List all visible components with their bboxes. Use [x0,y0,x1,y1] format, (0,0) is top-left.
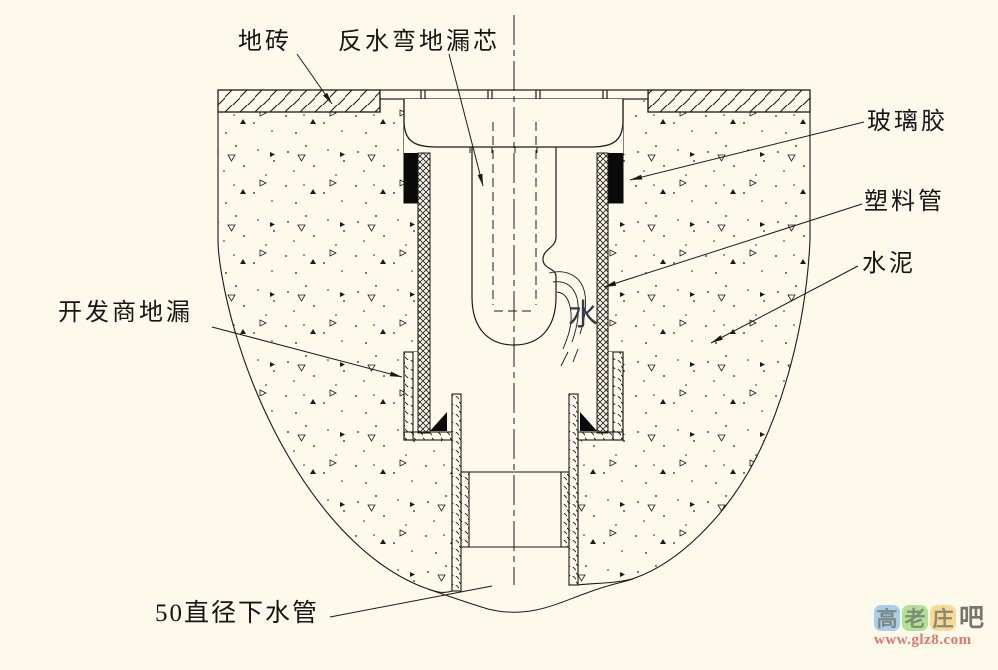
label-water: 水 [568,299,598,332]
glass-glue-right [608,153,623,203]
sealant-triangle-right [580,412,597,431]
label-cement: 水泥 [862,251,916,277]
plastic-pipe-wall-right [596,152,609,434]
tile-band-right [647,89,811,113]
plastic-pipe-wall-left [417,152,431,434]
watermark-char-tile-2: 老 [902,605,928,631]
sealant-triangle-left [430,412,447,431]
watermark-char-tile-3: 庄 [930,605,956,631]
leader-trap-core [448,53,484,187]
leader-cement [710,265,859,344]
label-trap-core: 反水弯地漏芯 [338,29,500,55]
break-line [427,578,634,613]
label-developer-drain: 开发商地漏 [58,300,193,326]
label-plastic-pipe: 塑料管 [864,189,945,215]
label-floor-tile: 地砖 [238,29,292,55]
leader-plastic-pipe [603,203,863,288]
leader-drain-pipe-50 [329,585,493,618]
leader-lines [211,53,865,618]
cement-mass [217,98,811,594]
leader-arrowheads [323,92,723,377]
watermark-suffix-char: 吧 [959,605,985,632]
water-flow-lines [548,271,587,367]
watermark-url: www.glz8.com [874,632,972,648]
watermark-logo: 高 老 庄 吧 [874,605,996,631]
watermark: 高 老 庄 吧 www.glz8.com [874,605,996,649]
label-drain-pipe-50: 50直径下水管 [155,600,320,627]
drain-pipe-50 [460,471,570,548]
label-glass-glue: 玻璃胶 [867,109,948,135]
leader-developer-drain [211,326,403,378]
glass-glue-left [404,153,418,203]
tile-band-left [217,89,381,113]
leader-glass-glue [629,121,865,181]
watermark-char-tile-1: 高 [874,605,900,631]
